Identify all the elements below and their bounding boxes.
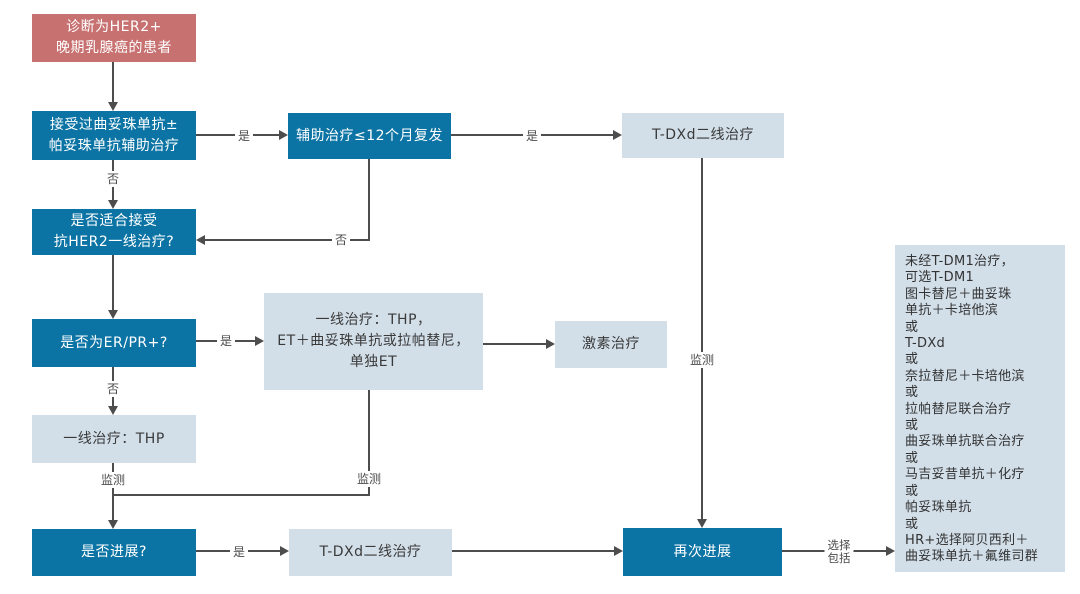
node-re-progression: 再次进展 [623,528,782,576]
arrow-right-into-later-options-icon [886,546,895,556]
arrow-down-into-reprogression-icon [697,519,707,528]
edge-label-no-erpr: 否 [103,381,123,397]
edge-label-yes-to-tdxd: 是 [522,128,542,144]
node-diagnosis: 诊断为HER2+ 晚期乳腺癌的患者 [32,14,196,62]
edge-label-yes-to-relapse: 是 [234,128,254,144]
edge-label-no-relapse: 否 [331,232,351,248]
node-er-pr-positive: 是否为ER/PR+? [32,319,196,367]
connector-tdxd-top-to-reprogression [701,158,703,520]
edge-label-select-include: 选择 包括 [824,538,854,566]
connector-relapse-down [368,159,370,241]
arrow-down-into-adjuvant-icon [108,102,118,111]
node-first-line-thp: 一线治疗：THP [32,415,196,463]
arrow-right-into-tdxd-bottom-icon [280,546,289,556]
arrow-down-into-erpr-icon [108,310,118,319]
node-tdxd-second-line-bottom: T-DXd二线治疗 [289,529,452,576]
node-tdxd-second-line-top: T-DXd二线治疗 [622,113,784,158]
connector-tdxd-bottom-to-reprogression [452,550,616,552]
node-later-line-options: 未经T-DM1治疗， 可选T-DM1 图卡替尼＋曲妥珠 单抗＋卡培他滨 或 T-… [895,245,1065,572]
arrow-down-into-progression-icon [108,520,118,529]
connector-monitor-join [112,494,370,496]
arrow-down-into-eligible-icon [108,200,118,209]
arrow-right-into-tdxd-top-icon [613,130,622,140]
connector-relapse-no-to-eligible [203,239,370,241]
node-first-line-options: 一线治疗：THP， ET＋曲妥珠单抗或拉帕替尼， 单独ET [264,293,483,390]
arrow-right-into-reprogression-icon [614,546,623,556]
node-adjuvant-received: 接受过曲妥珠单抗± 帕妥珠单抗辅助治疗 [32,111,196,160]
connector-firstline-options-down [368,390,370,496]
arrow-down-into-thp-icon [108,406,118,415]
arrow-right-into-relapse-icon [279,130,288,140]
edge-label-yes-erpr: 是 [216,333,236,349]
connector-eligible-to-erpr [112,255,114,312]
arrow-right-into-firstline-options-icon [255,336,264,346]
edge-label-monitor-mid: 监测 [353,471,385,487]
arrow-left-into-eligible-icon [196,235,205,245]
connector-diagnosis-to-adjuvant [112,62,114,104]
node-relapse-within-12mo: 辅助治疗≤12个月复发 [288,113,451,159]
connector-options-to-hormone [483,343,548,345]
node-eligible-first-line: 是否适合接受 抗HER2一线治疗? [32,209,196,255]
connector-thp-to-progression [112,463,114,522]
edge-label-monitor-left: 监测 [97,472,129,488]
node-hormone-therapy: 激素治疗 [555,321,667,368]
arrow-right-into-hormone-icon [546,339,555,349]
edge-label-no-adjuvant: 否 [103,171,123,187]
edge-label-yes-progress: 是 [229,544,249,560]
node-progression: 是否进展? [32,529,196,576]
edge-label-monitor-right: 监测 [686,352,718,368]
